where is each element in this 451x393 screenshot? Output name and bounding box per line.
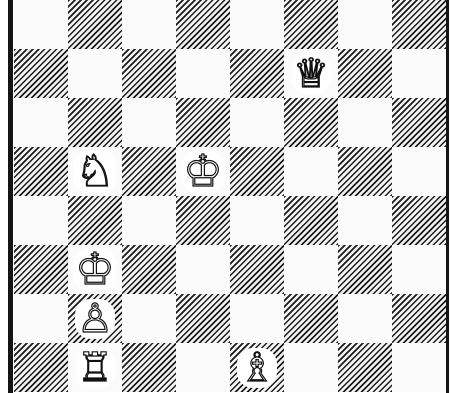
square-e3[interactable] — [230, 245, 284, 294]
square-d4[interactable] — [176, 196, 230, 245]
white-rook-icon[interactable]: ♖ — [75, 348, 115, 388]
white-queen-icon[interactable]: ♕ — [291, 54, 331, 94]
square-c4[interactable] — [122, 196, 176, 245]
square-c3[interactable] — [122, 245, 176, 294]
square-d2[interactable] — [176, 294, 230, 343]
square-a4[interactable] — [14, 196, 68, 245]
square-f4[interactable] — [284, 196, 338, 245]
square-e4[interactable] — [230, 196, 284, 245]
square-d3[interactable] — [176, 245, 230, 294]
board-right-border — [446, 0, 449, 393]
white-pawn-icon[interactable]: ♙ — [75, 299, 115, 339]
square-b6[interactable] — [68, 98, 122, 147]
square-e1[interactable]: ♗ — [230, 343, 284, 392]
square-c7[interactable] — [122, 49, 176, 98]
square-d7[interactable] — [176, 49, 230, 98]
square-e7[interactable] — [230, 49, 284, 98]
square-c2[interactable] — [122, 294, 176, 343]
square-e5[interactable] — [230, 147, 284, 196]
chess-board: ♕ ♘ ♔ ♔ ♙ ♖ ♗ — [14, 0, 446, 393]
square-f3[interactable] — [284, 245, 338, 294]
square-a7[interactable] — [14, 49, 68, 98]
square-d5[interactable]: ♔ — [176, 147, 230, 196]
square-h5[interactable] — [392, 147, 446, 196]
square-c5[interactable] — [122, 147, 176, 196]
square-e8[interactable] — [230, 0, 284, 49]
square-a8[interactable] — [14, 0, 68, 49]
square-d1[interactable] — [176, 343, 230, 392]
square-h6[interactable] — [392, 98, 446, 147]
square-b8[interactable] — [68, 0, 122, 49]
square-h4[interactable] — [392, 196, 446, 245]
square-h7[interactable] — [392, 49, 446, 98]
white-bishop-icon[interactable]: ♗ — [237, 348, 277, 388]
square-f8[interactable] — [284, 0, 338, 49]
square-c1[interactable] — [122, 343, 176, 392]
square-f2[interactable] — [284, 294, 338, 343]
square-g5[interactable] — [338, 147, 392, 196]
square-c8[interactable] — [122, 0, 176, 49]
square-g8[interactable] — [338, 0, 392, 49]
square-g1[interactable] — [338, 343, 392, 392]
square-g3[interactable] — [338, 245, 392, 294]
white-king-icon[interactable]: ♔ — [181, 150, 224, 194]
king-icon[interactable]: ♔ — [73, 248, 116, 292]
square-f7[interactable]: ♕ — [284, 49, 338, 98]
square-b7[interactable] — [68, 49, 122, 98]
square-f5[interactable] — [284, 147, 338, 196]
square-a1[interactable] — [14, 343, 68, 392]
square-a2[interactable] — [14, 294, 68, 343]
square-a3[interactable] — [14, 245, 68, 294]
square-h2[interactable] — [392, 294, 446, 343]
square-d6[interactable] — [176, 98, 230, 147]
square-g7[interactable] — [338, 49, 392, 98]
square-e2[interactable] — [230, 294, 284, 343]
square-g4[interactable] — [338, 196, 392, 245]
square-b1[interactable]: ♖ — [68, 343, 122, 392]
square-b4[interactable] — [68, 196, 122, 245]
square-d8[interactable] — [176, 0, 230, 49]
square-f6[interactable] — [284, 98, 338, 147]
square-h1[interactable] — [392, 343, 446, 392]
square-b2[interactable]: ♙ — [68, 294, 122, 343]
square-g6[interactable] — [338, 98, 392, 147]
square-b3[interactable]: ♔ — [68, 245, 122, 294]
square-c6[interactable] — [122, 98, 176, 147]
square-g2[interactable] — [338, 294, 392, 343]
board-left-border — [8, 0, 13, 393]
square-a5[interactable] — [14, 147, 68, 196]
square-f1[interactable] — [284, 343, 338, 392]
square-e6[interactable] — [230, 98, 284, 147]
square-a6[interactable] — [14, 98, 68, 147]
square-h8[interactable] — [392, 0, 446, 49]
white-knight-icon[interactable]: ♘ — [73, 150, 116, 194]
square-b5[interactable]: ♘ — [68, 147, 122, 196]
square-h3[interactable] — [392, 245, 446, 294]
